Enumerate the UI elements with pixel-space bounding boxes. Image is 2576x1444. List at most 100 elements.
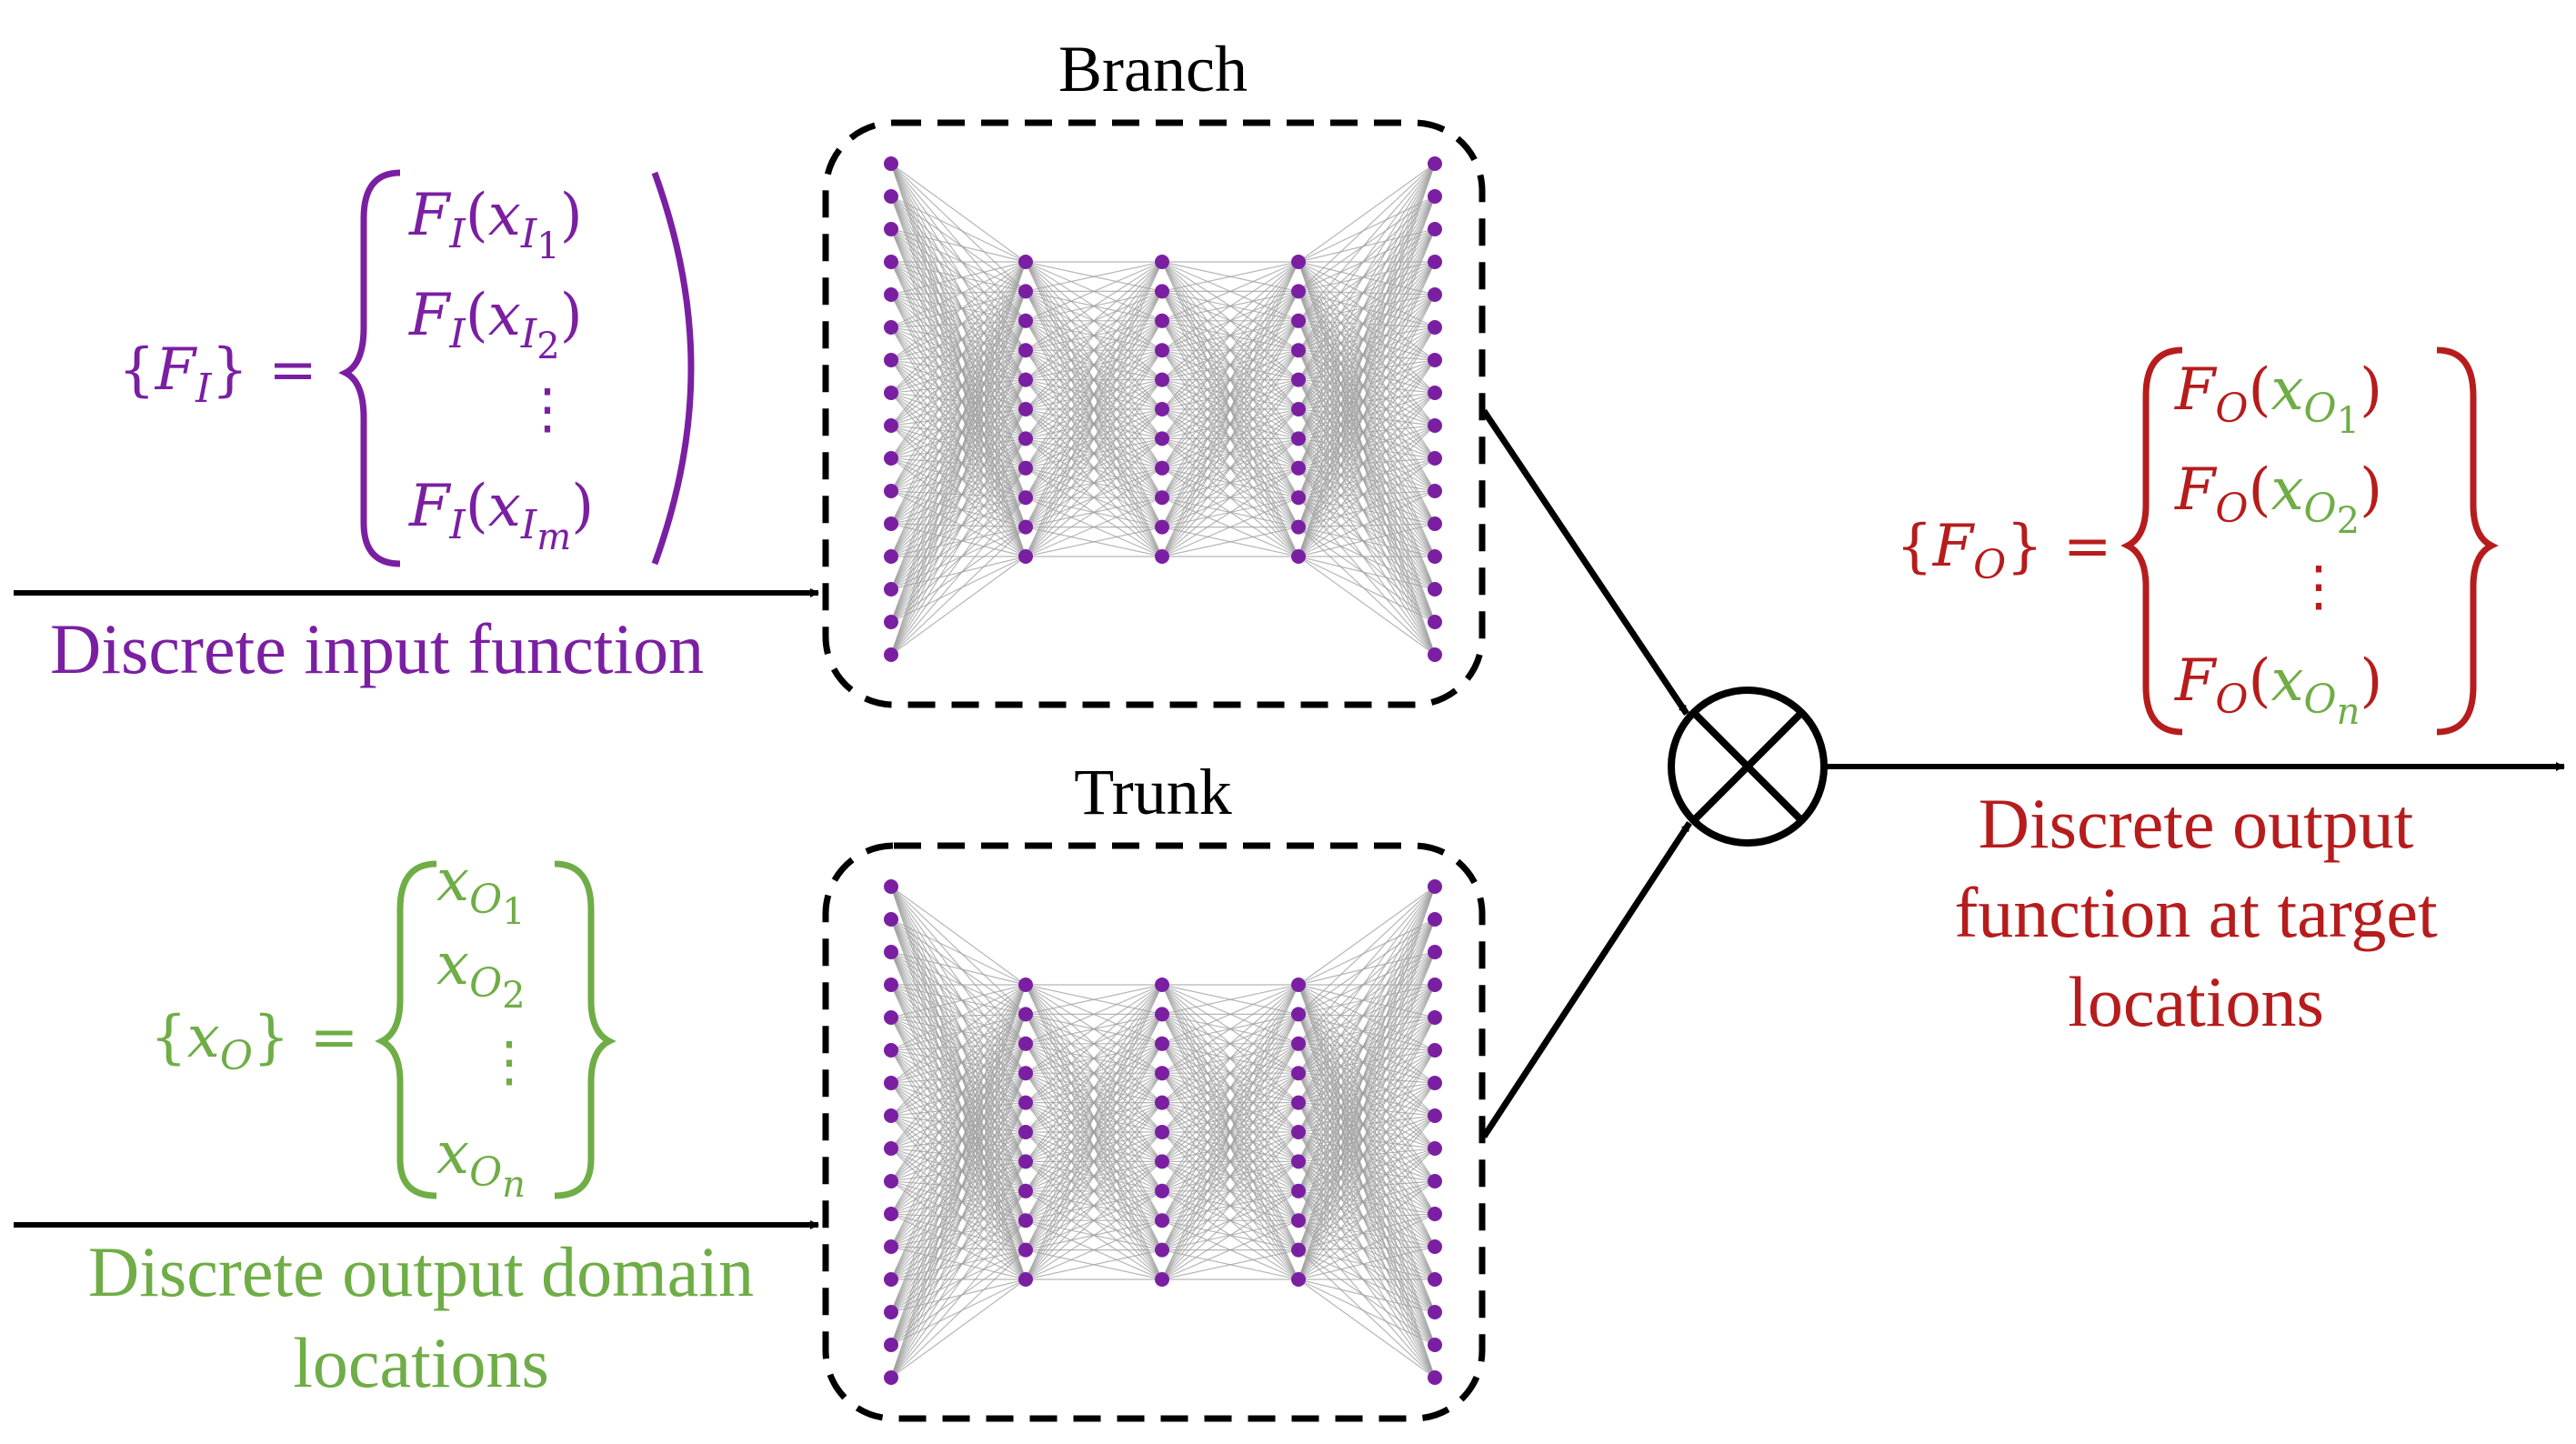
- trunk-edge: [1025, 1014, 1163, 1280]
- branch-edge: [1298, 163, 1436, 498]
- branch-node-layer-4: [1291, 313, 1306, 328]
- branch-edge: [1298, 196, 1436, 557]
- trunk-edge: [1298, 1049, 1436, 1133]
- input-label: Discrete input function: [50, 609, 704, 688]
- trunk-node-layer-1: [884, 1370, 898, 1385]
- trunk-edge: [1298, 951, 1436, 1045]
- trunk-edge: [1161, 984, 1299, 1250]
- trunk-edge: [890, 1160, 1027, 1182]
- trunk-edge: [1298, 918, 1436, 1192]
- branch-edge: [1298, 228, 1436, 469]
- trunk-to-product-arrow: [1481, 821, 1692, 1138]
- branch-edge: [1298, 228, 1436, 322]
- branch-edge: [890, 196, 1027, 263]
- trunk-edge: [1025, 1190, 1163, 1280]
- branch-edge: [890, 261, 1027, 525]
- branch-edge: [1298, 196, 1436, 410]
- branch-edge: [1298, 526, 1436, 557]
- trunk-edge: [890, 1160, 1027, 1215]
- trunk-edge: [890, 1043, 1027, 1248]
- trunk-edge: [1298, 1043, 1436, 1149]
- trunk-edge: [1298, 984, 1436, 1149]
- trunk-edge: [1298, 1082, 1436, 1104]
- trunk-edges: [890, 886, 1436, 1379]
- trunk-node-layer-1: [884, 1174, 898, 1188]
- branch-node-layer-1: [884, 647, 898, 662]
- branch-edge: [1298, 359, 1436, 469]
- trunk-edge: [890, 1013, 1027, 1018]
- branch-edge: [890, 349, 1027, 525]
- branch-node-layer-1: [884, 549, 898, 564]
- trunk-edge: [890, 1148, 1027, 1251]
- trunk-node-layer-4: [1291, 978, 1306, 992]
- trunk-edge: [890, 1219, 1027, 1346]
- trunk-node-layer-2: [1018, 1183, 1033, 1198]
- branch-edge: [1298, 261, 1436, 296]
- trunk-edge: [1298, 951, 1436, 1104]
- trunk-node-layer-5: [1428, 978, 1442, 992]
- branch-edge: [890, 320, 1027, 656]
- branch-edge: [1025, 261, 1163, 557]
- trunk-edge: [1298, 886, 1436, 1015]
- trunk-node-layer-1: [884, 1010, 898, 1025]
- trunk-edge: [890, 1148, 1027, 1221]
- trunk-node-layer-3: [1155, 1125, 1169, 1139]
- branch-edge: [890, 349, 1027, 557]
- domain-right-brace: [554, 860, 616, 1199]
- branch-edge: [1298, 196, 1436, 322]
- branch-edge: [890, 290, 1027, 328]
- branch-edge: [1298, 349, 1436, 361]
- branch-node-layer-2: [1018, 490, 1033, 506]
- input-dots: ⋮: [520, 379, 575, 439]
- trunk-node-layer-1: [884, 945, 898, 959]
- trunk-edge: [1025, 984, 1163, 1045]
- trunk-edge: [1298, 951, 1436, 986]
- trunk-edge: [890, 1043, 1027, 1215]
- branch-edge: [890, 457, 1027, 469]
- branch-edge: [1161, 526, 1299, 557]
- trunk-edge: [1298, 1017, 1436, 1074]
- trunk-edge: [1298, 1082, 1436, 1133]
- branch-node-layer-2: [1018, 313, 1033, 328]
- branch-edge: [890, 291, 1027, 492]
- trunk-edge: [890, 1013, 1027, 1117]
- trunk-node-layer-5: [1428, 1338, 1442, 1352]
- branch-edge: [890, 408, 1027, 656]
- trunk-edge: [890, 1013, 1027, 1149]
- input-function-group: {FI}= FI(xI1) FI(xI2) ⋮ FI(xIm) Discrete…: [50, 169, 704, 688]
- trunk-node-layer-2: [1018, 1242, 1033, 1258]
- trunk-edge: [1298, 1013, 1436, 1117]
- trunk-edge: [1298, 918, 1436, 1162]
- trunk-edge: [1298, 1043, 1436, 1117]
- trunk-network: [884, 879, 1442, 1385]
- branch-edge: [890, 291, 1027, 590]
- trunk-node-layer-4: [1291, 1066, 1306, 1081]
- trunk-edge: [1298, 1246, 1436, 1251]
- branch-edge: [1025, 437, 1163, 557]
- trunk-edge: [1298, 1115, 1436, 1192]
- trunk-edge: [1298, 1279, 1436, 1313]
- trunk-edge: [1298, 951, 1436, 1192]
- trunk-edge: [890, 1102, 1027, 1149]
- branch-edge: [890, 228, 1027, 263]
- trunk-node-layer-5: [1428, 1043, 1442, 1058]
- trunk-edge: [890, 1148, 1027, 1192]
- trunk-edge: [1298, 1049, 1436, 1192]
- trunk-edge: [890, 1014, 1027, 1313]
- trunk-edge: [1298, 1013, 1436, 1084]
- output-entry-1: FO(xO1): [2174, 356, 2382, 442]
- branch-edge: [890, 526, 1027, 590]
- trunk-edge: [890, 1014, 1027, 1280]
- branch-edge: [890, 496, 1027, 590]
- trunk-edge: [1298, 1049, 1436, 1221]
- trunk-edge: [890, 918, 1027, 1015]
- trunk-edge: [890, 1102, 1027, 1182]
- trunk-edge: [890, 1190, 1027, 1215]
- branch-node-layer-5: [1428, 255, 1442, 269]
- trunk-edge: [1161, 984, 1299, 1280]
- trunk-edge: [890, 1131, 1027, 1280]
- branch-edge: [1298, 379, 1436, 394]
- branch-edge: [1298, 326, 1436, 469]
- trunk-node-layer-5: [1428, 1272, 1442, 1287]
- trunk-edge: [1298, 984, 1436, 1162]
